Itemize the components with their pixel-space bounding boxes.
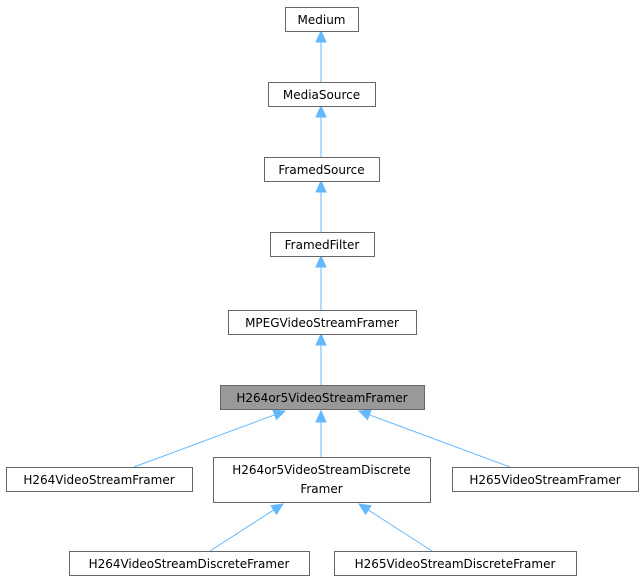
class-node-mediasource[interactable]: MediaSource [268, 82, 376, 107]
class-label: MPEGVideoStreamFramer [245, 316, 399, 330]
edge-mpeg-to-framedfilter [315, 254, 327, 310]
class-node-h264discrete[interactable]: H264VideoStreamDiscreteFramer [69, 551, 310, 576]
inheritance-arrowhead [357, 409, 372, 421]
class-node-mpeg[interactable]: MPEGVideoStreamFramer [228, 310, 417, 335]
class-node-framedsource[interactable]: FramedSource [264, 157, 380, 182]
inheritance-arrowhead [315, 254, 327, 268]
inheritance-arrowhead [270, 503, 285, 516]
edge-mediasource-to-medium [315, 29, 327, 82]
inheritance-arrowhead [315, 332, 327, 346]
inheritance-arrowhead [315, 104, 327, 118]
class-box [268, 82, 376, 107]
class-box [270, 232, 375, 257]
edge-h264discrete-to-h264or5discrete [209, 503, 285, 552]
inheritance-arrowhead [357, 503, 372, 516]
class-box [220, 385, 425, 410]
class-box [285, 7, 359, 32]
class-box [264, 157, 380, 182]
class-node-h264or5: H264or5VideoStreamFramer [220, 385, 425, 410]
class-label: MediaSource [283, 88, 360, 102]
class-node-h265[interactable]: H265VideoStreamFramer [452, 467, 639, 492]
class-label: H264or5VideoStreamFramer [236, 391, 407, 405]
class-label: H264or5VideoStreamDiscrete [232, 463, 410, 477]
class-label: FramedSource [278, 163, 364, 177]
class-node-medium[interactable]: Medium [285, 7, 359, 32]
edge-line [367, 509, 433, 552]
class-box [213, 457, 431, 503]
edge-line [209, 509, 275, 552]
edge-framedsource-to-mediasource [315, 104, 327, 157]
inheritance-arrowhead [315, 179, 327, 193]
edge-h264or5-to-mpeg [315, 332, 327, 385]
edge-h264-to-h264or5 [133, 409, 287, 468]
edge-h265-to-h264or5 [357, 409, 511, 468]
inheritance-arrowhead [315, 409, 327, 423]
edge-line [369, 414, 511, 468]
class-label-line2: Framer [300, 482, 342, 496]
edge-framedfilter-to-framedsource [315, 179, 327, 232]
edge-h264or5discrete-to-h264or5 [315, 409, 327, 457]
inheritance-arrowhead [272, 409, 287, 421]
class-label: FramedFilter [285, 238, 360, 252]
nodes-layer: MediumMediaSourceFramedSourceFramedFilte… [6, 7, 639, 576]
class-box [228, 310, 417, 335]
class-box [452, 467, 639, 492]
class-label: H264VideoStreamDiscreteFramer [89, 557, 290, 571]
class-box [69, 551, 310, 576]
edges-layer [133, 29, 511, 552]
class-node-h264[interactable]: H264VideoStreamFramer [6, 467, 193, 492]
class-label: H264VideoStreamFramer [23, 473, 174, 487]
class-label: Medium [298, 13, 346, 27]
class-node-h265discrete[interactable]: H265VideoStreamDiscreteFramer [334, 551, 577, 576]
edge-h265discrete-to-h264or5discrete [357, 503, 433, 552]
class-label: H265VideoStreamFramer [469, 473, 620, 487]
edge-line [133, 414, 275, 468]
inheritance-arrowhead [315, 29, 327, 43]
class-box [334, 551, 577, 576]
class-label: H265VideoStreamDiscreteFramer [355, 557, 556, 571]
class-box [6, 467, 193, 492]
class-node-framedfilter[interactable]: FramedFilter [270, 232, 375, 257]
